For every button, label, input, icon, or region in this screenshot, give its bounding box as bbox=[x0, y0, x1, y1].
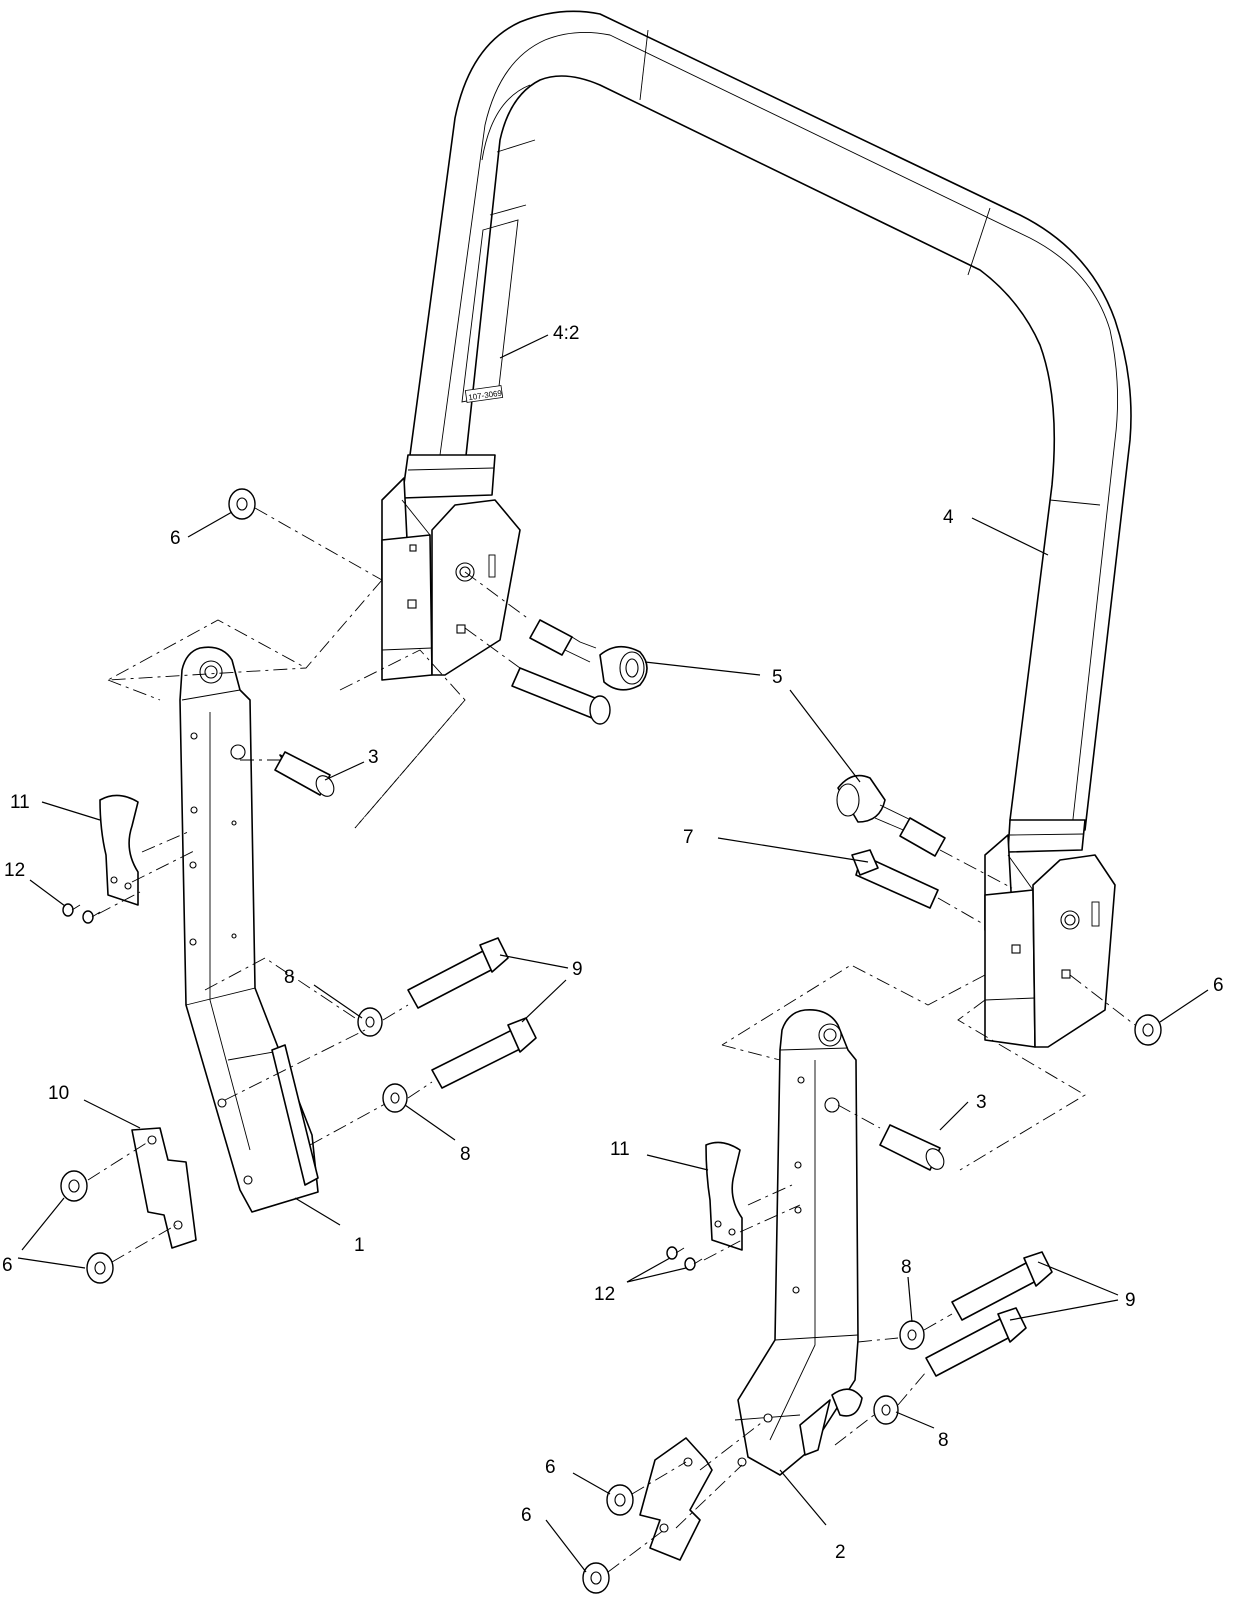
callout-4-2: 4:2 bbox=[553, 323, 579, 344]
hinge-pin-lower bbox=[851, 849, 939, 909]
washers bbox=[357, 1007, 925, 1425]
callout-9: 9 bbox=[1125, 1290, 1136, 1311]
assembly-centerlines bbox=[87, 507, 1136, 1573]
leader-lines bbox=[17, 334, 1209, 1573]
callout-5: 5 bbox=[772, 667, 783, 688]
callout-4: 4 bbox=[943, 507, 954, 528]
left-upright-1 bbox=[179, 646, 319, 1213]
bolt-left-lower bbox=[431, 1017, 537, 1089]
callout-8: 8 bbox=[901, 1257, 912, 1278]
callout-6: 6 bbox=[545, 1457, 556, 1478]
clip-11-right bbox=[705, 1141, 743, 1251]
callout-12: 12 bbox=[4, 860, 25, 881]
callout-11: 11 bbox=[10, 792, 30, 813]
callout-1: 1 bbox=[354, 1235, 365, 1256]
bolt-right-upper bbox=[951, 1251, 1053, 1321]
clip-11-left bbox=[99, 794, 139, 906]
latch-pin-lower bbox=[836, 774, 946, 857]
callout-11: 11 bbox=[610, 1139, 630, 1160]
callout-8: 8 bbox=[460, 1144, 471, 1165]
callout-3: 3 bbox=[976, 1092, 987, 1113]
backing-plate-right bbox=[639, 1437, 713, 1561]
callout-6: 6 bbox=[2, 1255, 13, 1276]
callout-10: 10 bbox=[48, 1083, 69, 1104]
callout-6: 6 bbox=[170, 528, 181, 549]
spacer-tube-left bbox=[274, 751, 335, 797]
hinge-pin-upper bbox=[511, 667, 611, 725]
callout-2: 2 bbox=[835, 1542, 846, 1563]
right-upright-2 bbox=[734, 1008, 863, 1476]
roll-bar: 107-3069 bbox=[381, 10, 1132, 1048]
bolt-right-lower bbox=[925, 1307, 1027, 1377]
flange-nuts bbox=[60, 488, 1162, 1594]
callout-3: 3 bbox=[368, 747, 379, 768]
callout-7: 7 bbox=[683, 827, 694, 848]
callout-12: 12 bbox=[594, 1284, 615, 1305]
callout-8: 8 bbox=[938, 1430, 949, 1451]
screws-12 bbox=[62, 903, 703, 1271]
callout-9: 9 bbox=[572, 959, 583, 980]
spacer-tube-right bbox=[879, 1124, 945, 1171]
callout-6: 6 bbox=[521, 1505, 532, 1526]
bolt-left-upper bbox=[407, 937, 509, 1009]
callout-labels: 4:2 4 6 5 5 3 7 11 12 9 8 6 10 8 3 11 1 … bbox=[2, 323, 1224, 1563]
callout-8: 8 bbox=[284, 967, 295, 988]
callout-6: 6 bbox=[1213, 975, 1224, 996]
latch-pin-upper bbox=[529, 619, 648, 691]
backing-plate-10 bbox=[131, 1127, 197, 1249]
